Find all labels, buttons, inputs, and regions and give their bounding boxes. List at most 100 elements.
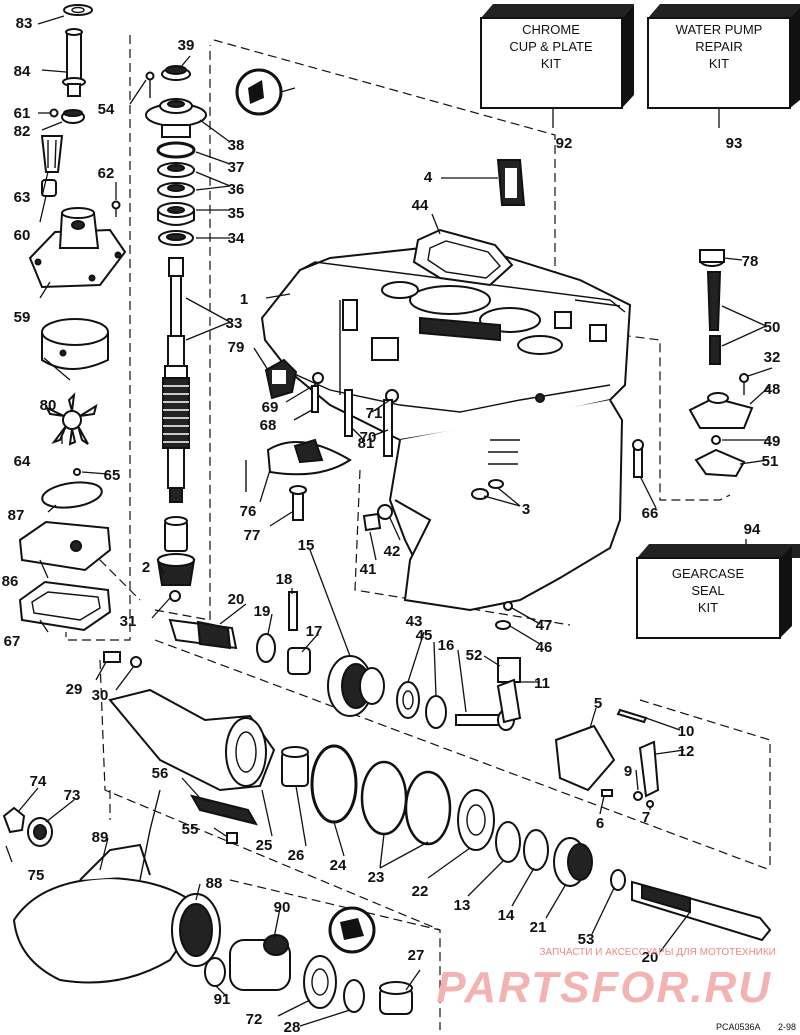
kit-92-line2: CUP & PLATE — [509, 39, 593, 54]
sealant-icon-bottom — [328, 906, 376, 954]
part-label-6: 6 — [596, 815, 604, 832]
part-label-88: 88 — [206, 875, 223, 892]
kit-box-chrome-cup-plate: CHROME CUP & PLATE KIT — [480, 4, 634, 109]
part-label-20-propshaft: 20 — [642, 949, 659, 966]
sealant-icon-top — [235, 68, 296, 116]
part-label-73: 73 — [64, 787, 81, 804]
part-label-60: 60 — [14, 227, 31, 244]
part-number-labels: 8384618263605962543938373635343380646587… — [2, 15, 781, 1035]
part-label-1: 1 — [240, 291, 248, 308]
part-label-36: 36 — [228, 181, 245, 198]
part-label-55: 55 — [182, 821, 199, 838]
kit-93-line2: REPAIR — [695, 39, 742, 54]
part-label-87: 87 — [8, 507, 25, 524]
part-label-20: 20 — [228, 591, 245, 608]
part-label-49: 49 — [764, 433, 781, 450]
footer-code: PCA0536A — [716, 1022, 761, 1032]
part-label-65: 65 — [104, 467, 121, 484]
part-label-17: 17 — [306, 623, 323, 640]
part-label-9: 9 — [624, 763, 632, 780]
upper-right-parts — [245, 159, 754, 630]
part-label-26: 26 — [288, 847, 305, 864]
part-label-72: 72 — [246, 1011, 263, 1028]
part-label-7: 7 — [642, 809, 650, 826]
driveshaft-parts — [145, 65, 207, 602]
part-label-25: 25 — [256, 837, 273, 854]
kit-94-line1: GEARCASE — [672, 566, 745, 581]
footer-date: 2-98 — [778, 1022, 796, 1032]
part-label-10: 10 — [678, 723, 695, 740]
part-label-69: 69 — [262, 399, 279, 416]
part-label-4: 4 — [424, 169, 433, 186]
watermark-line1: ЗАПЧАСТИ И АКСЕССУАРЫ ДЛЯ МОТОТЕХНИКИ — [539, 947, 776, 958]
part-label-16: 16 — [438, 637, 455, 654]
part-label-59: 59 — [14, 309, 31, 326]
kit-93-line3: KIT — [709, 56, 729, 71]
part-label-5: 5 — [594, 695, 602, 712]
part-label-48: 48 — [764, 381, 781, 398]
watermark-line2: PARTSFOR.RU — [436, 963, 772, 1012]
part-label-13: 13 — [454, 897, 471, 914]
leader-lines — [17, 15, 773, 1027]
part-label-70: 70 — [360, 429, 377, 446]
part-label-38: 38 — [228, 137, 245, 154]
part-label-86: 86 — [2, 573, 19, 590]
part-label-37: 37 — [228, 159, 245, 176]
part-label-3: 3 — [522, 501, 530, 518]
part-label-81: 81 — [358, 435, 375, 452]
part-label-75: 75 — [28, 867, 45, 884]
part-label-46: 46 — [536, 639, 553, 656]
part-label-56: 56 — [152, 765, 169, 782]
part-label-51: 51 — [762, 453, 779, 470]
part-label-54: 54 — [98, 101, 115, 118]
part-label-24: 24 — [330, 857, 347, 874]
part-label-45: 45 — [416, 627, 433, 644]
part-label-47: 47 — [536, 617, 553, 634]
kit-94-line2: SEAL — [691, 583, 724, 598]
part-label-34: 34 — [228, 230, 245, 247]
gear-train-parts — [103, 591, 660, 808]
part-label-21: 21 — [530, 919, 547, 936]
part-label-30: 30 — [92, 687, 109, 704]
part-label-15: 15 — [298, 537, 315, 554]
part-label-67: 67 — [4, 633, 21, 650]
part-label-83: 83 — [16, 15, 33, 32]
part-label-74: 74 — [30, 773, 47, 790]
part-label-66: 66 — [642, 505, 659, 522]
part-label-42: 42 — [384, 543, 401, 560]
part-label-39: 39 — [178, 37, 195, 54]
part-label-91: 91 — [214, 991, 231, 1008]
part-label-31: 31 — [120, 613, 137, 630]
part-label-12: 12 — [678, 743, 695, 760]
part-label-19: 19 — [254, 603, 271, 620]
kit-93-id: 93 — [726, 135, 743, 152]
part-label-32: 32 — [764, 349, 781, 366]
part-label-29: 29 — [66, 681, 83, 698]
part-label-53: 53 — [578, 931, 595, 948]
kit-92-id: 92 — [556, 135, 573, 152]
part-label-62: 62 — [98, 165, 115, 182]
part-label-64: 64 — [14, 453, 31, 470]
part-label-52: 52 — [466, 647, 483, 664]
kit-93-line1: WATER PUMP — [676, 22, 763, 37]
part-label-77: 77 — [244, 527, 261, 544]
kit-94-id: 94 — [744, 521, 761, 538]
part-label-14: 14 — [498, 907, 515, 924]
part-label-68: 68 — [260, 417, 277, 434]
part-label-23: 23 — [368, 869, 385, 886]
part-label-35: 35 — [228, 205, 245, 222]
kit-box-water-pump-repair: WATER PUMP REPAIR KIT — [647, 4, 800, 109]
part-label-71: 71 — [366, 405, 383, 422]
water-pump-parts — [18, 4, 127, 632]
part-label-78: 78 — [742, 253, 759, 270]
kit-92-line3: KIT — [541, 56, 561, 71]
part-label-79: 79 — [228, 339, 245, 356]
part-label-90: 90 — [274, 899, 291, 916]
part-label-50: 50 — [764, 319, 781, 336]
part-label-28: 28 — [284, 1019, 301, 1035]
part-label-18: 18 — [276, 571, 293, 588]
part-label-44: 44 — [412, 197, 429, 214]
part-label-22: 22 — [412, 883, 429, 900]
bearing-carrier-parts — [2, 688, 772, 1015]
